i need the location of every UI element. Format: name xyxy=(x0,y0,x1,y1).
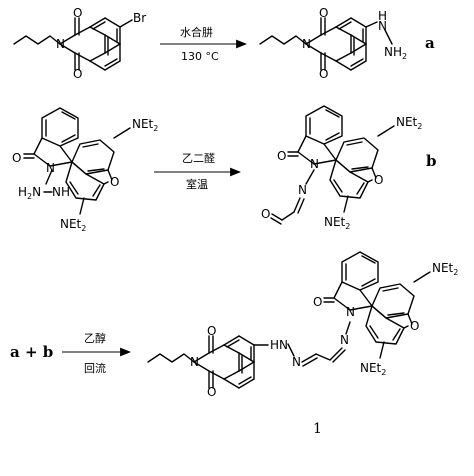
atom-N: N xyxy=(302,37,311,51)
starting-material-rhodamine-hydrazide: O N O NEt2 NEt2 H2N NH xyxy=(12,107,158,233)
reagent-a: 水合肼 xyxy=(180,25,213,39)
atom-NEt2: NEt2 xyxy=(324,215,350,231)
atom-N: N xyxy=(292,355,301,369)
atom-O: O xyxy=(73,6,82,20)
atom-N: N xyxy=(378,19,387,33)
atom-O: O xyxy=(207,324,216,338)
atom-Br: Br xyxy=(133,11,146,25)
compound-label-a: a xyxy=(425,34,435,52)
atom-O: O xyxy=(277,149,286,163)
reagent-b: 乙二醛 xyxy=(182,151,215,165)
starting-material-bromo-naphthalimide: N O O Br xyxy=(13,6,146,81)
atom-O: O xyxy=(12,151,21,165)
product-1: N O O HN N N O N O NEt2 NEt2 1 xyxy=(147,251,458,437)
atom-NH2: NH2 xyxy=(384,45,407,61)
atom-NEt2: NEt2 xyxy=(396,115,422,131)
atom-O: O xyxy=(410,319,419,333)
arrow-a: 水合肼 130 °C xyxy=(160,25,248,63)
atom-N: N xyxy=(310,157,319,171)
atom-O: O xyxy=(319,67,328,81)
atom-NEt2: NEt2 xyxy=(60,217,86,233)
condition-final: 回流 xyxy=(84,361,106,375)
atom-N: N xyxy=(46,161,55,175)
atom-NEt2: NEt2 xyxy=(132,117,158,133)
atom-N: N xyxy=(56,37,65,51)
arrow-final: a + b 乙醇 回流 xyxy=(10,331,132,375)
condition-a: 130 °C xyxy=(181,50,219,63)
reactants-a-plus-b: a + b xyxy=(10,343,53,361)
atom-O: O xyxy=(374,173,383,187)
atom-H2N: H2N xyxy=(18,185,41,201)
atom-O: O xyxy=(73,67,82,81)
atom-N: N xyxy=(340,333,349,347)
atom-NEt2: NEt2 xyxy=(432,261,458,277)
atom-NEt2: NEt2 xyxy=(360,361,386,377)
compound-label-b: b xyxy=(426,152,437,170)
intermediate-a-hydrazinyl-naphthalimide: N O O H N NH2 a xyxy=(259,6,435,81)
atom-O: O xyxy=(110,175,119,189)
arrow-b: 乙二醛 室温 xyxy=(154,151,242,191)
atom-N: N xyxy=(346,305,355,319)
atom-HN-link: HN xyxy=(270,338,288,352)
atom-O: O xyxy=(261,207,270,221)
intermediate-b-rhodamine-glyoxal-hydrazone: O N O NEt2 NEt2 N O b xyxy=(261,105,437,231)
compound-label-1: 1 xyxy=(313,421,322,437)
atom-N: N xyxy=(190,355,199,369)
condition-b: 室温 xyxy=(186,177,208,191)
atom-O: O xyxy=(319,6,328,20)
atom-O: O xyxy=(207,385,216,399)
atom-N: N xyxy=(298,183,307,197)
reagent-final: 乙醇 xyxy=(84,331,106,345)
atom-H: H xyxy=(378,9,387,23)
atom-NH: NH xyxy=(52,185,70,199)
atom-O: O xyxy=(313,295,322,309)
